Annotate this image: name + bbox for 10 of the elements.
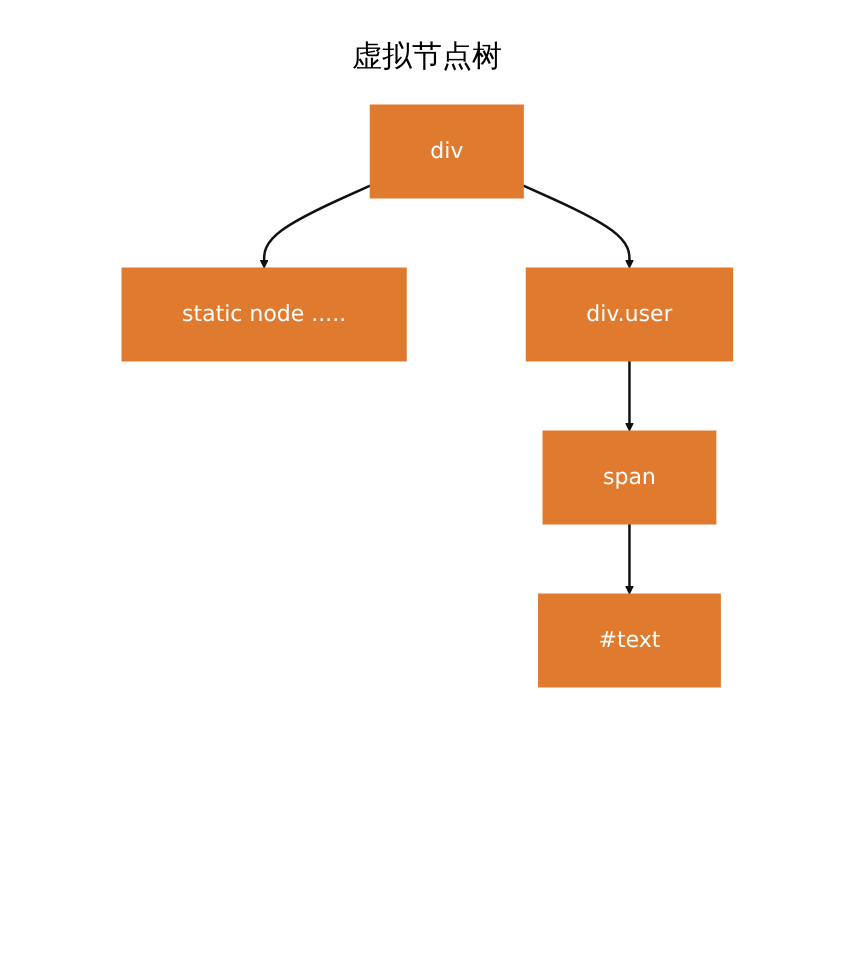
arrow xyxy=(624,361,634,432)
node-box: div xyxy=(369,104,524,198)
node-box: div.user xyxy=(525,268,733,362)
diagram-title: 虚拟节点树 xyxy=(351,38,503,76)
arrow xyxy=(259,184,370,268)
arrow xyxy=(624,524,634,594)
node-box: #text xyxy=(538,594,721,688)
arrow xyxy=(522,184,634,268)
node-box: span xyxy=(542,430,716,524)
node-box: static node ..... xyxy=(121,268,406,362)
